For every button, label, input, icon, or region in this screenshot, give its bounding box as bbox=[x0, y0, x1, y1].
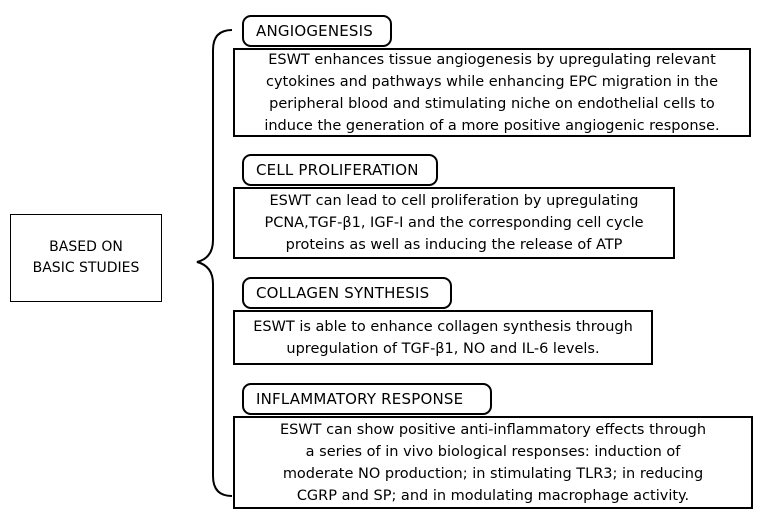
description-line: induce the generation of a more positive… bbox=[264, 117, 720, 134]
category-title-text: COLLAGEN SYNTHESIS bbox=[256, 284, 430, 302]
description-line: upregulation of TGF-β1, NO and IL-6 leve… bbox=[286, 340, 600, 357]
category-description-cell-proliferation: ESWT can lead to cell proliferation by u… bbox=[233, 187, 675, 259]
description-line: ESWT is able to enhance collagen synthes… bbox=[253, 318, 633, 335]
description-line: cytokines and pathways while enhancing E… bbox=[265, 73, 718, 90]
category-title-text: CELL PROLIFERATION bbox=[256, 161, 419, 179]
description-line: a series of in vivo biological responses… bbox=[305, 443, 681, 460]
category-title-text: INFLAMMATORY RESPONSE bbox=[256, 390, 464, 408]
category-title-angiogenesis: ANGIOGENESIS bbox=[242, 15, 392, 47]
category-title-text: ANGIOGENESIS bbox=[256, 22, 374, 40]
category-title-collagen-synthesis: COLLAGEN SYNTHESIS bbox=[242, 277, 452, 309]
category-description-inflammatory-response: ESWT can show positive anti-inflammatory… bbox=[233, 416, 753, 509]
root-label-line-1: BASED ON bbox=[49, 239, 123, 255]
description-line: moderate NO production; in stimulating T… bbox=[282, 465, 704, 482]
description-line: CGRP and SP; and in modulating macrophag… bbox=[296, 487, 690, 504]
description-line: ESWT enhances tissue angiogenesis by upr… bbox=[268, 51, 716, 68]
root-node: BASED ON BASIC STUDIES bbox=[10, 214, 162, 302]
category-title-inflammatory-response: INFLAMMATORY RESPONSE bbox=[242, 383, 492, 415]
description-line: peripheral blood and stimulating niche o… bbox=[269, 95, 715, 112]
category-description-angiogenesis: ESWT enhances tissue angiogenesis by upr… bbox=[233, 48, 751, 137]
category-description-collagen-synthesis: ESWT is able to enhance collagen synthes… bbox=[233, 310, 653, 365]
description-line: ESWT can lead to cell proliferation by u… bbox=[269, 193, 639, 209]
brace-path bbox=[196, 29, 233, 497]
description-line: proteins as well as inducing the release… bbox=[285, 237, 623, 253]
description-line: ESWT can show positive anti-inflammatory… bbox=[279, 421, 707, 438]
description-line: PCNA,TGF-β1, IGF-I and the corresponding… bbox=[264, 215, 644, 231]
root-label-line-2: BASIC STUDIES bbox=[32, 260, 140, 276]
category-title-cell-proliferation: CELL PROLIFERATION bbox=[242, 154, 438, 186]
